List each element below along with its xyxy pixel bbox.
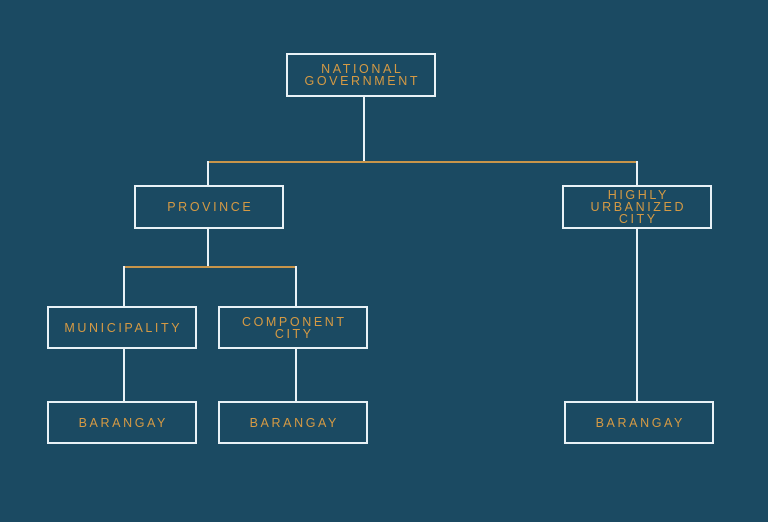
node-label: HIGHLY [607,188,669,202]
node-label: URBANIZED [590,200,687,214]
connector-to-huc [636,161,638,186]
node-component-city: COMPONENT CITY [218,306,368,349]
node-highly-urbanized-city: HIGHLY URBANIZED CITY [562,185,712,229]
connector-to-component-city [295,266,297,307]
node-label: GOVERNMENT [304,74,421,88]
connector-national-down [363,96,365,162]
node-label: BARANGAY [595,415,685,430]
node-barangay-component-city: BARANGAY [218,401,368,444]
node-label: BARANGAY [249,415,339,430]
connector-province-down [207,228,209,267]
connector-level2-horizontal [123,266,297,268]
node-label: NATIONAL [321,62,404,76]
connector-to-municipality [123,266,125,307]
node-label: BARANGAY [78,415,168,430]
connector-to-province [207,161,209,186]
node-province: PROVINCE [134,185,284,229]
node-municipality: MUNICIPALITY [47,306,197,349]
connector-municipality-to-barangay [123,348,125,402]
node-label: PROVINCE [167,200,254,214]
node-national-government: NATIONAL GOVERNMENT [286,53,436,97]
node-barangay-huc: BARANGAY [564,401,714,444]
node-label: COMPONENT [241,314,347,329]
node-barangay-municipality: BARANGAY [47,401,197,444]
connector-level1-horizontal [207,161,638,163]
node-label: MUNICIPALITY [64,320,183,335]
node-label: CITY [274,326,314,341]
connector-huc-to-barangay [636,228,638,402]
connector-component-city-to-barangay [295,348,297,402]
node-label: CITY [618,212,658,226]
